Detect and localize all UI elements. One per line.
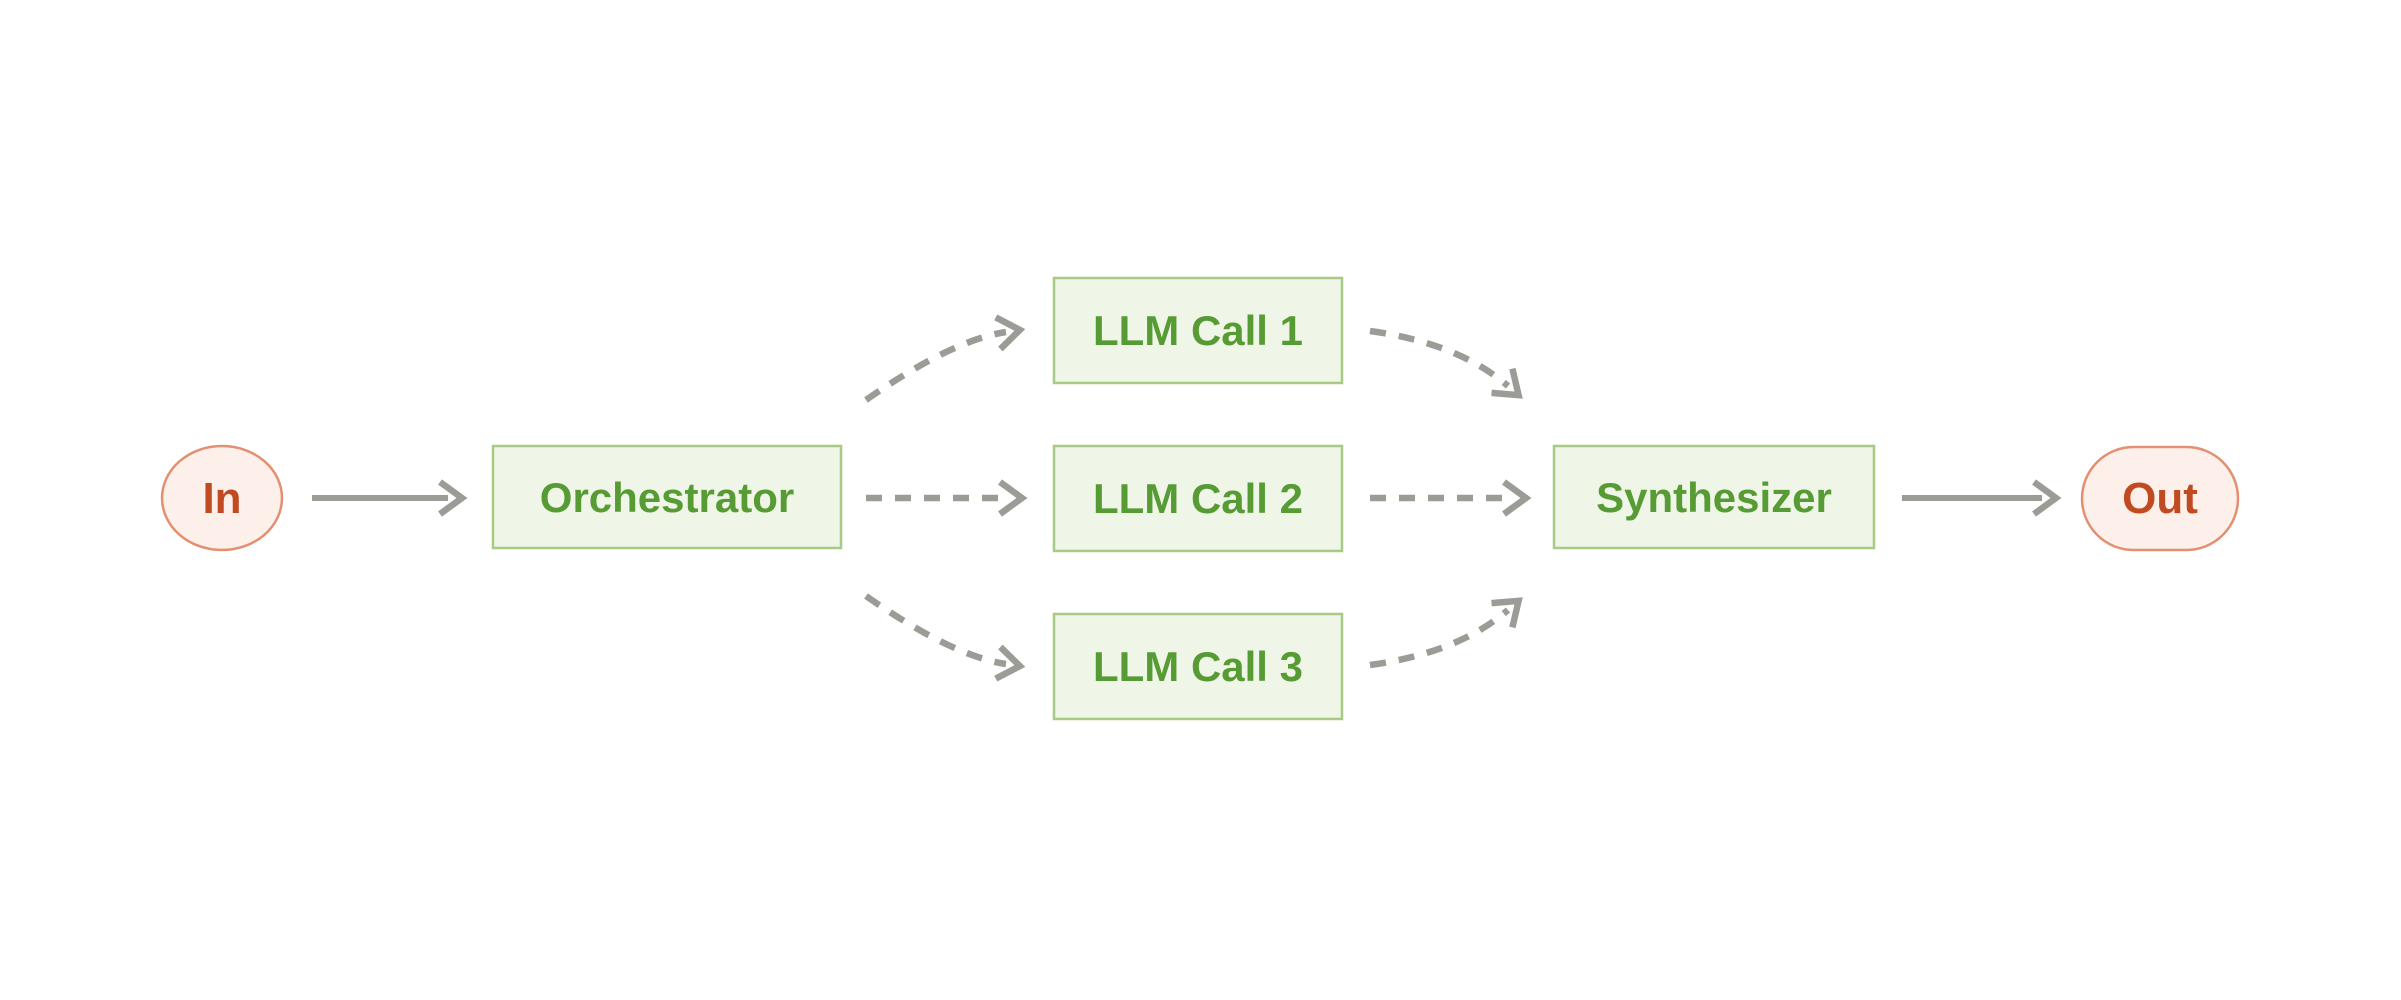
synthesizer-label: Synthesizer xyxy=(1596,474,1832,521)
orchestrator-label: Orchestrator xyxy=(540,474,794,521)
node-llm-call-3: LLM Call 3 xyxy=(1052,612,1344,721)
out-label: Out xyxy=(2122,474,2198,523)
llm-call-2-label: LLM Call 2 xyxy=(1093,475,1303,522)
synthesizer-shape xyxy=(1552,444,1876,550)
node-llm-call-2: LLM Call 2 xyxy=(1052,444,1344,553)
in-label: In xyxy=(202,474,241,523)
llm-call-1-label: LLM Call 1 xyxy=(1093,307,1303,354)
edge-llm-call-1-synthesizer xyxy=(1369,327,1523,399)
node-synthesizer: Synthesizer xyxy=(1552,444,1876,550)
llm-call-3-label: LLM Call 3 xyxy=(1093,643,1303,690)
node-llm-call-1: LLM Call 1 xyxy=(1052,276,1344,385)
edge-orchestrator-llm-call-1 xyxy=(864,314,1026,403)
edge-orchestrator-llm-call-3 xyxy=(864,593,1026,682)
llm-call-3-shape xyxy=(1052,612,1344,721)
llm-call-2-shape xyxy=(1052,444,1344,553)
out-shape xyxy=(2080,445,2240,552)
edge-llm-call-3-synthesizer xyxy=(1369,597,1523,669)
node-orchestrator: Orchestrator xyxy=(491,444,843,550)
node-out: Out xyxy=(2080,445,2240,552)
node-in: In xyxy=(160,444,284,552)
orchestrator-shape xyxy=(491,444,843,550)
llm-call-1-shape xyxy=(1052,276,1344,385)
in-shape xyxy=(160,444,284,552)
